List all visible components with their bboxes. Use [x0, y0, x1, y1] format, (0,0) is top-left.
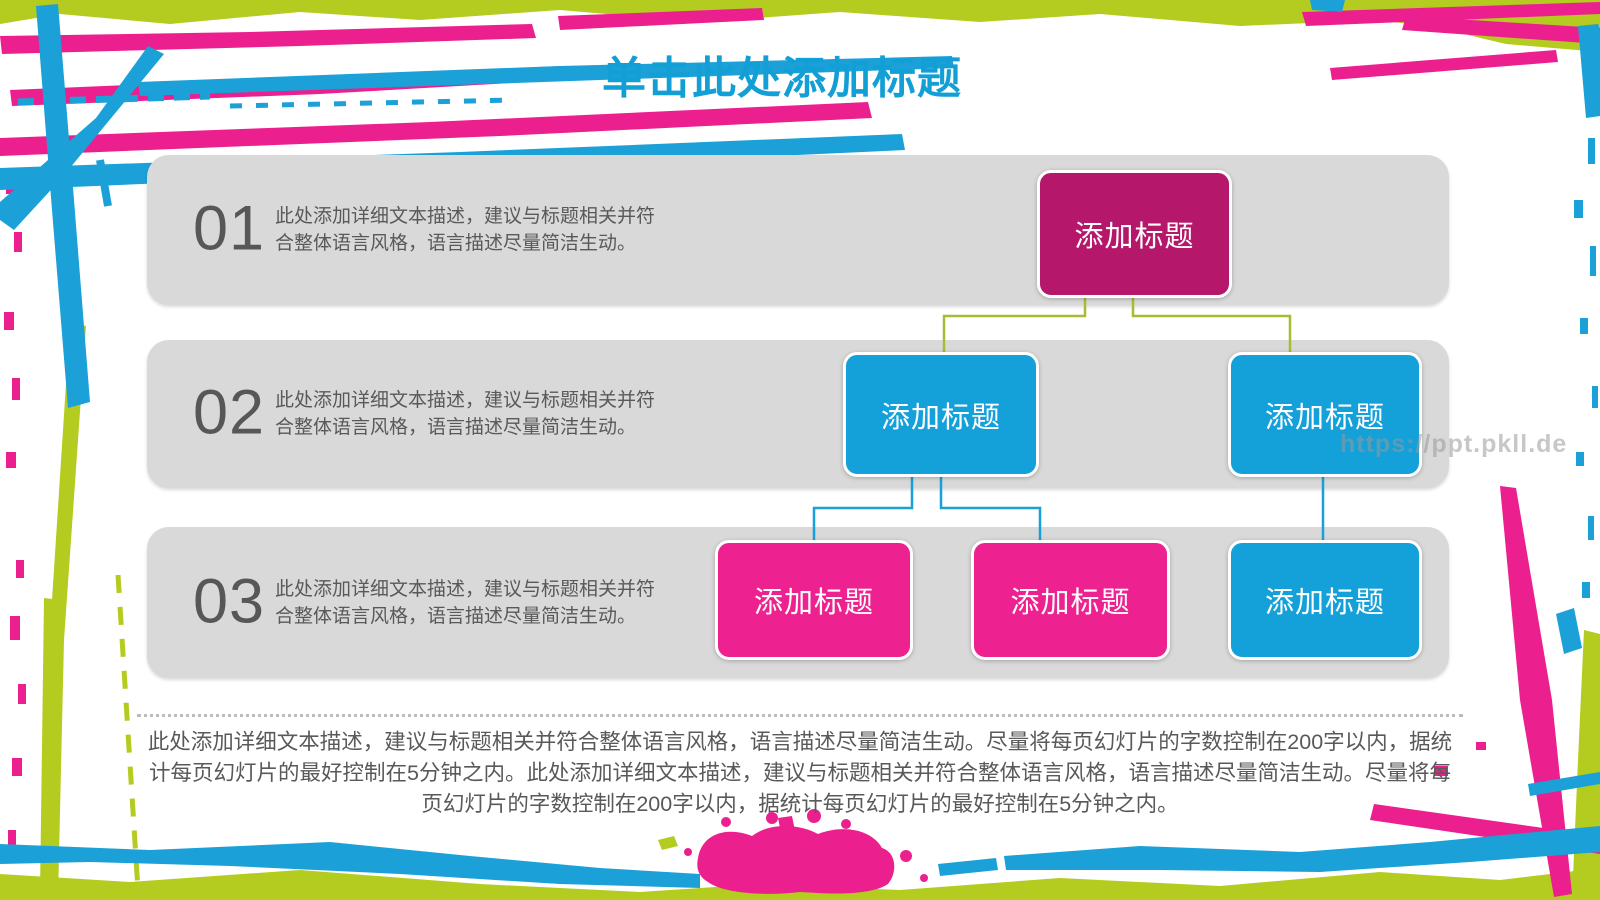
org-node-level3-3[interactable]: 添加标题 [1228, 540, 1422, 660]
content-row-1[interactable]: 01 此处添加详细文本描述，建议与标题相关并符合整体语言风格，语言描述尽量简洁生… [147, 155, 1449, 305]
row-description-03[interactable]: 此处添加详细文本描述，建议与标题相关并符合整体语言风格，语言描述尽量简洁生动。 [275, 578, 656, 627]
org-node-level2-left[interactable]: 添加标题 [843, 352, 1039, 477]
org-node-level3-3-label: 添加标题 [1264, 587, 1385, 619]
org-node-level2-right[interactable]: 添加标题 [1228, 352, 1422, 477]
footer-paragraph[interactable]: 此处添加详细文本描述，建议与标题相关并符合整体语言风格，语言描述尽量简洁生动。尽… [147, 730, 1453, 816]
org-node-level2-left-label: 添加标题 [880, 401, 1001, 434]
org-node-root-label: 添加标题 [1074, 221, 1195, 253]
dotted-divider [137, 714, 1463, 717]
org-node-level3-1[interactable]: 添加标题 [715, 540, 913, 660]
row-number-01[interactable]: 01 [193, 193, 266, 264]
org-node-root[interactable]: 添加标题 [1037, 170, 1232, 298]
row-number-02[interactable]: 02 [193, 377, 266, 448]
org-node-level3-2-label: 添加标题 [1010, 587, 1131, 619]
row-number-03[interactable]: 03 [193, 566, 266, 637]
org-node-level2-right-label: 添加标题 [1264, 401, 1385, 434]
watermark-url: https://ppt.pkll.de [1340, 430, 1568, 458]
org-node-level3-2[interactable]: 添加标题 [971, 540, 1170, 660]
row-description-02[interactable]: 此处添加详细文本描述，建议与标题相关并符合整体语言风格，语言描述尽量简洁生动。 [275, 390, 656, 438]
org-node-level3-1-label: 添加标题 [753, 587, 874, 619]
slide-title[interactable]: 单击此处添加标题 [602, 54, 962, 103]
row-description-01[interactable]: 此处添加详细文本描述，建议与标题相关并符合整体语言风格，语言描述尽量简洁生动。 [275, 206, 656, 254]
